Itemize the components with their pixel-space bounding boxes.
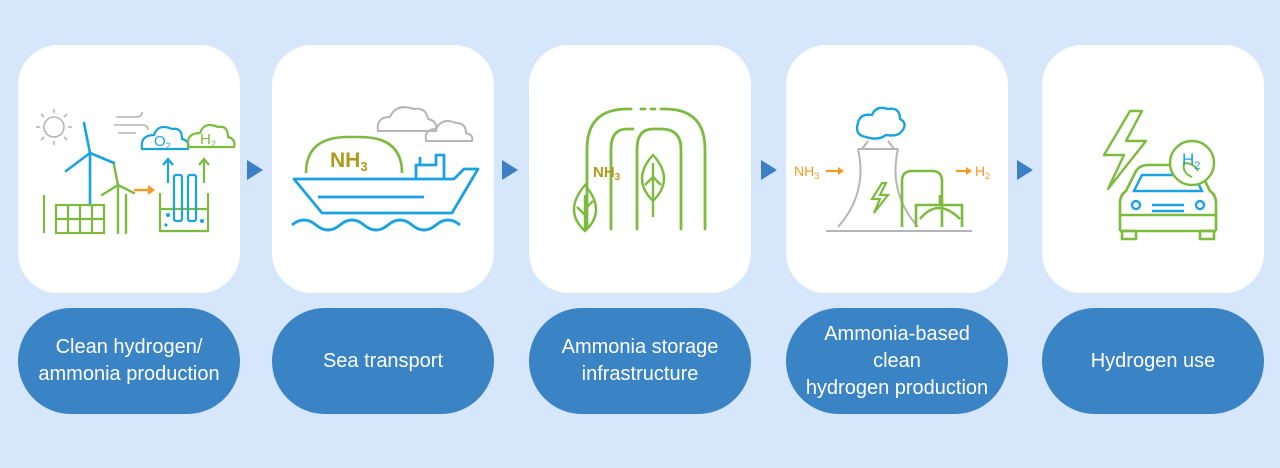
badge-subscript: 2 bbox=[1194, 160, 1200, 172]
svg-text:NH3: NH3 bbox=[794, 163, 819, 181]
cracking-plant-icon: NH3 H2 bbox=[794, 106, 990, 232]
step-5-label-line-1: Hydrogen use bbox=[1090, 349, 1216, 372]
triangle-arrow-icon bbox=[502, 160, 518, 180]
svg-text:NH3: NH3 bbox=[330, 149, 368, 174]
step-4-card: NH3 H2 bbox=[786, 45, 1008, 293]
cargo-subscript: 3 bbox=[360, 159, 367, 174]
tank-subscript: 3 bbox=[615, 172, 621, 183]
step-1-label-line-2: ammonia production bbox=[38, 363, 220, 385]
step-1-label: Clean hydrogen/ ammonia production bbox=[18, 308, 240, 414]
h2-subscript: 2 bbox=[211, 139, 216, 149]
triangle-arrow-icon bbox=[1017, 160, 1033, 180]
triangle-arrow-icon bbox=[761, 160, 777, 180]
svg-text:H2: H2 bbox=[975, 163, 990, 181]
step-1-card: O2 H2 bbox=[18, 45, 240, 293]
step-2-label-line-1: Sea transport bbox=[322, 349, 444, 372]
h2-label: H bbox=[200, 131, 211, 148]
output-subscript: 2 bbox=[985, 171, 990, 181]
step-5-card: H2 bbox=[1042, 45, 1264, 293]
flow-arrow-2 bbox=[500, 158, 520, 182]
svg-text:O2: O2 bbox=[154, 133, 171, 151]
step-3-label: Ammonia storage infrastructure bbox=[529, 308, 751, 414]
step-5-label: Hydrogen use bbox=[1042, 308, 1264, 414]
o2-label: O bbox=[154, 133, 166, 150]
step-1-label-line-1: Clean hydrogen/ bbox=[55, 336, 203, 358]
flow-arrow-1 bbox=[245, 158, 265, 182]
triangle-arrow-icon bbox=[247, 160, 263, 180]
step-2-label: Sea transport bbox=[272, 308, 494, 414]
step-3-card: NH3 bbox=[529, 45, 751, 293]
step-3-label-line-1: Ammonia storage bbox=[561, 336, 719, 358]
step-2-card: NH3 bbox=[272, 45, 494, 293]
svg-text:H2: H2 bbox=[200, 131, 216, 149]
ship-icon: NH3 bbox=[291, 106, 480, 232]
flow-arrow-3 bbox=[759, 158, 779, 182]
badge-label: H bbox=[1182, 150, 1194, 169]
step-3-label-line-2: infrastructure bbox=[581, 363, 699, 385]
input-subscript: 3 bbox=[814, 171, 819, 181]
svg-text:H2: H2 bbox=[1182, 150, 1200, 172]
flow-arrow-4 bbox=[1015, 158, 1035, 182]
o2-subscript: 2 bbox=[166, 141, 171, 151]
step-4-label-line-1: Ammonia-based clean bbox=[824, 322, 970, 372]
step-4-label-line-2: hydrogen production bbox=[805, 376, 989, 399]
step-4-label: Ammonia-based clean hydrogen production bbox=[786, 308, 1008, 414]
tank-label: NH bbox=[593, 164, 615, 181]
input-label: NH bbox=[794, 163, 814, 179]
output-label: H bbox=[975, 163, 985, 179]
cargo-label: NH bbox=[330, 149, 360, 172]
hydrogen-car-icon: H2 bbox=[1102, 109, 1218, 241]
renewable-production-icon: O2 H2 bbox=[36, 109, 236, 235]
svg-text:NH3: NH3 bbox=[593, 164, 621, 183]
storage-tanks-icon: NH3 bbox=[572, 107, 707, 233]
